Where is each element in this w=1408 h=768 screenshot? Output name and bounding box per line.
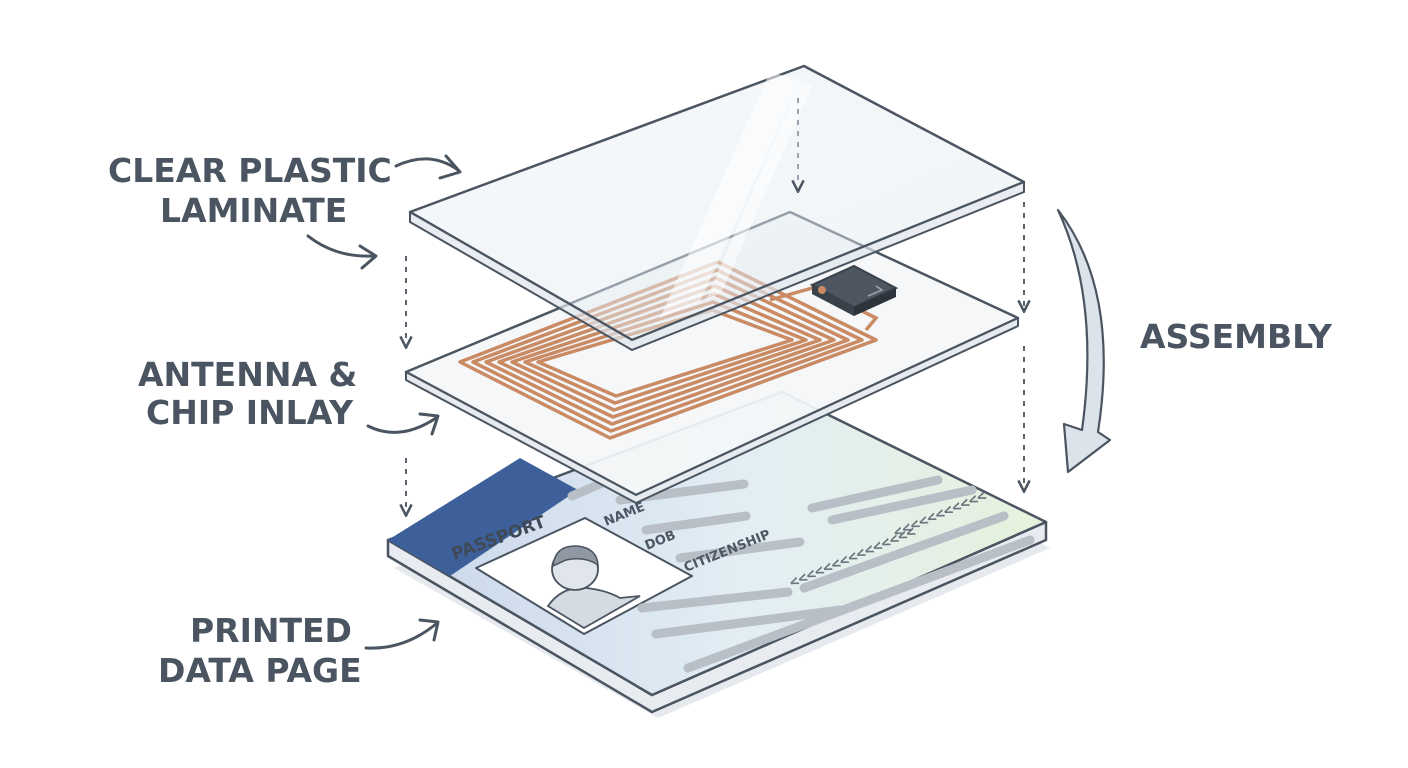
antenna-pointer-arrow	[366, 416, 438, 434]
laminate-pointer-arrow	[394, 157, 460, 172]
data-bars	[567, 475, 1035, 673]
clear-laminate-layer	[408, 64, 1026, 351]
laminate-pointer-arrow-2	[306, 234, 376, 258]
antenna-label-line2: CHIP INLAY	[146, 393, 354, 432]
pointer-arrows	[306, 154, 462, 650]
laminate-label-line2: LAMINATE	[160, 191, 347, 230]
chip-module	[809, 264, 899, 316]
dashed-guides	[406, 98, 1024, 510]
laminate-label-line1: CLEAR PLASTIC	[108, 151, 392, 190]
portrait-photo	[546, 545, 641, 630]
datapage-pointer-arrow	[364, 622, 438, 650]
datapage-label-line2: DATA PAGE	[158, 651, 362, 690]
datapage-label-line1: PRINTED	[190, 611, 352, 650]
printed-data-page-layer: PASSPORT NAME DOB CITIZENSHIP <<<<<<<<<<…	[386, 390, 1050, 718]
assembly-label: ASSEMBLY	[1140, 317, 1333, 356]
assembly-arrow-icon	[1056, 208, 1112, 474]
antenna-label-line1: ANTENNA &	[138, 355, 357, 394]
